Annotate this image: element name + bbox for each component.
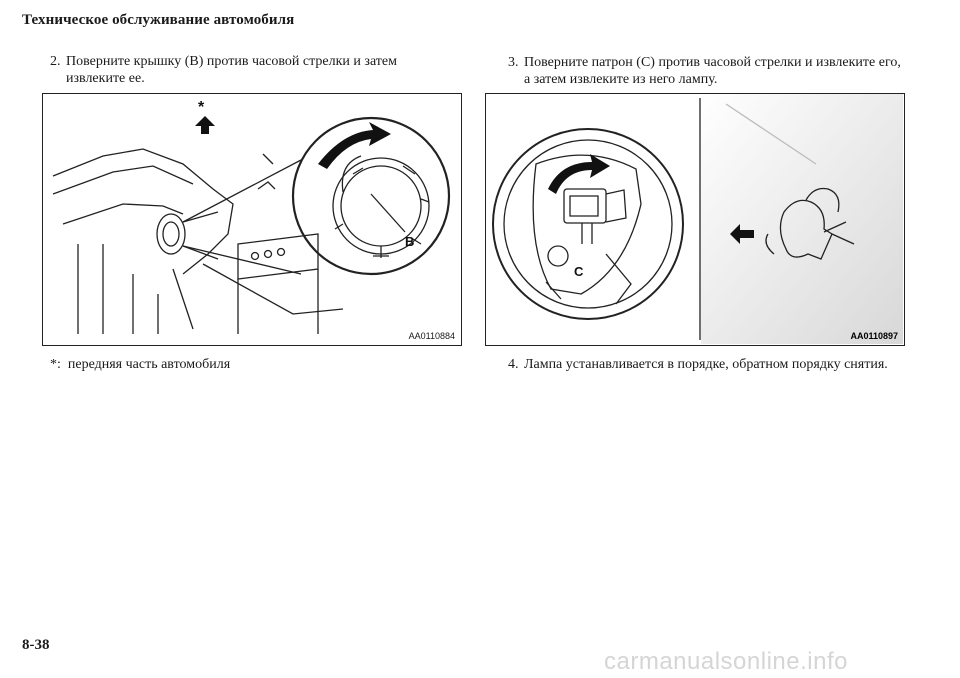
page-header-title: Техническое обслуживание автомобиля [22, 12, 295, 28]
footnote-marker: *: [50, 357, 61, 372]
cap-removal-illustration: * B [52, 99, 451, 334]
step-4: 4. Лампа устанавливается в порядке, обрат… [508, 356, 928, 373]
footnote: *: передняя часть автомобиля [50, 356, 450, 373]
front-direction-arrow-icon [195, 116, 215, 134]
step-2-line-1: Поверните крышку (В) против часовой стре… [66, 54, 397, 69]
step-4-line-1: Лампа устанавливается в порядке, обратно… [524, 357, 888, 372]
step-3-line-1: Поверните патрон (С) против часовой стре… [524, 55, 901, 70]
step-2-line-2: извлеките ее. [66, 71, 145, 86]
step-3: 3. Поверните патрон (С) против часовой ст… [508, 54, 928, 88]
step-3-number: 3. [508, 55, 519, 70]
label-b: B [405, 234, 414, 249]
footnote-text: передняя часть автомобиля [67, 357, 231, 372]
figure-socket-removal: C AA0110897 [485, 93, 905, 346]
watermark: carmanualsonline.info [604, 648, 848, 675]
step-3-line-2: а затем извлеките из него лампу. [524, 72, 718, 87]
step-2: 2. Поверните крышку (В) против часовой ст… [50, 53, 450, 87]
figure-code: AA0110897 [850, 331, 898, 341]
step-2-number: 2. [50, 54, 61, 69]
figure-cap-removal: * B AA0110884 [42, 93, 462, 346]
socket-removal-illustration: C [492, 94, 903, 344]
figure-code: AA0110884 [408, 331, 455, 341]
page-number: 8-38 [22, 637, 50, 653]
front-marker-star: * [198, 99, 205, 116]
label-c: C [574, 264, 584, 279]
counterclockwise-arrow-icon [548, 154, 610, 194]
step-4-number: 4. [508, 357, 519, 372]
counterclockwise-arrow-icon [318, 122, 391, 169]
removal-direction-arrow-icon [730, 224, 754, 244]
